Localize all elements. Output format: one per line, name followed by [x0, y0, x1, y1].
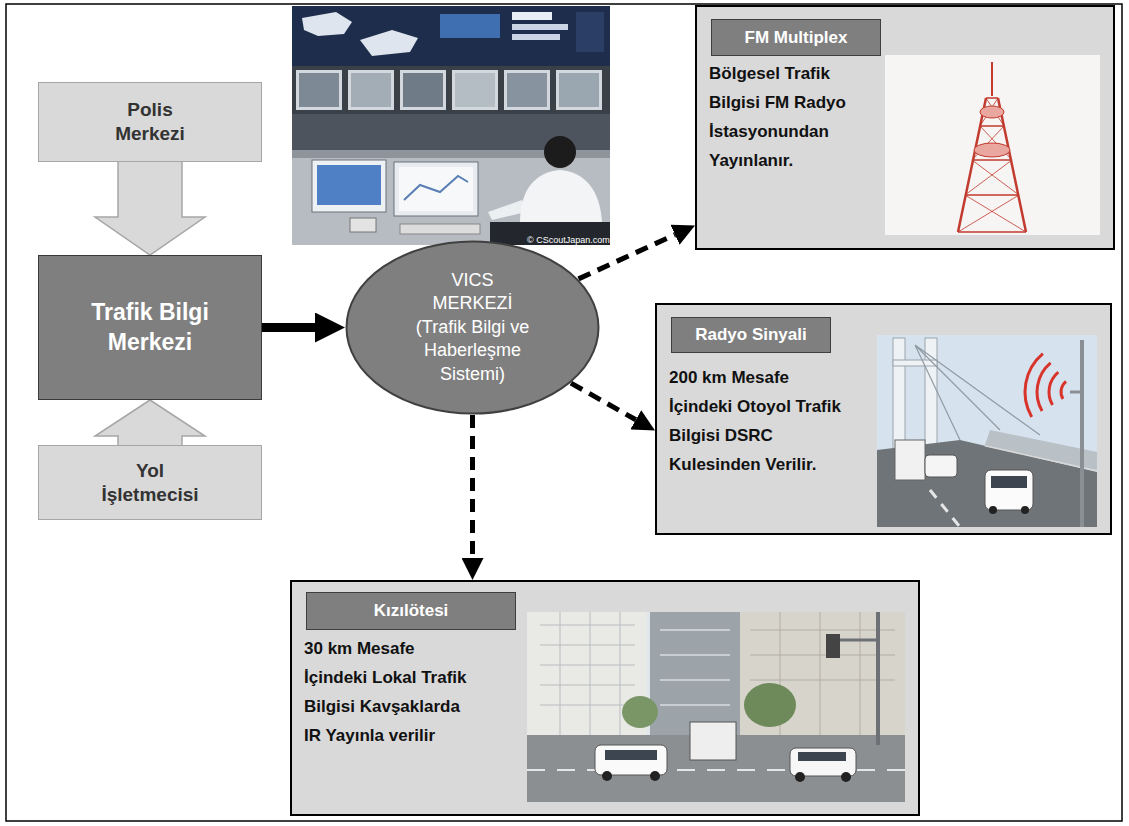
- panel-tab: Radyo Sinyali: [671, 317, 831, 353]
- panel-heading: Radyo Sinyali: [695, 325, 806, 345]
- panel-heading: Kızılötesi: [374, 601, 449, 621]
- solid-arrow: [262, 323, 315, 332]
- source-box: Polis Merkezi: [38, 82, 262, 162]
- panel-grounds: [290, 5, 1115, 816]
- radio-tower-picture: [885, 55, 1100, 235]
- node-text: Trafik Bilgi Merkezi: [65, 298, 235, 358]
- node-text: Bölgesel Trafik Bilgisi FM Radyo İstasyo…: [709, 59, 879, 175]
- channel-panel: 30 km Mesafe İçindeki Lokal Trafik Bilgi…: [290, 580, 920, 816]
- panel-heading: FM Multiplex: [745, 28, 848, 48]
- outer-frame: [6, 4, 1122, 821]
- block-arrow: [95, 400, 205, 445]
- watermark-holder: © CScoutJapan.com: [527, 229, 610, 247]
- dashed-arrow: [571, 383, 636, 420]
- node-text: Yol İşletmecisi: [94, 459, 206, 507]
- node-text: (Trafik Bilgi ve Haberleşme Sistemi): [398, 316, 548, 386]
- node-text: 30 km Mesafe İçindeki Lokal Trafik Bilgi…: [304, 634, 479, 750]
- channel-panel: 200 km Mesafe İçindeki Otoyol Trafik Bil…: [655, 303, 1112, 535]
- ellipse-shape: [347, 242, 599, 414]
- block-arrow: [95, 162, 205, 255]
- dashed-arrow: [470, 415, 475, 558]
- highway-bridge-picture: [877, 335, 1097, 527]
- street-crossing-picture: [527, 612, 905, 802]
- watermark: © CScoutJapan.com: [527, 235, 610, 245]
- node-text: Polis Merkezi: [94, 98, 206, 146]
- control-room-photo: [292, 6, 610, 245]
- channel-panel: Bölgesel Trafik Bilgisi FM Radyo İstasyo…: [695, 5, 1115, 250]
- panel-tab: Kızılötesi: [306, 592, 516, 630]
- node-text: VICS MERKEZİ: [423, 269, 523, 316]
- center-ellipse: VICS MERKEZİ(Trafik Bilgi ve Haberleşme …: [345, 240, 600, 415]
- center-box: Trafik Bilgi Merkezi: [38, 255, 262, 400]
- source-box: Yol İşletmecisi: [38, 445, 262, 520]
- panel-tab: FM Multiplex: [711, 19, 881, 56]
- node-text: 200 km Mesafe İçindeki Otoyol Trafik Bil…: [669, 363, 857, 479]
